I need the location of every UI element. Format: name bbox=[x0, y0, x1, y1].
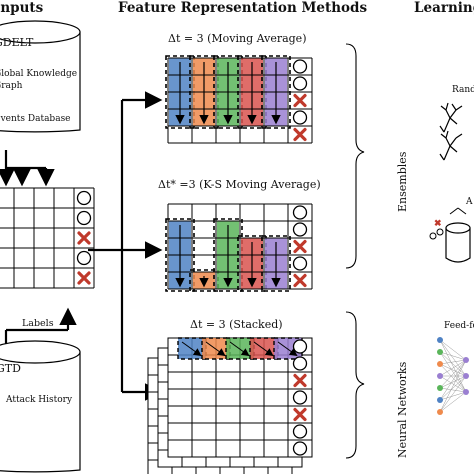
no-attack-circle-icon bbox=[292, 441, 308, 456]
random-forest-label: Random bbox=[452, 85, 474, 95]
neural-networks-brace bbox=[345, 311, 365, 459]
neural-networks-label: Neural Networks bbox=[396, 361, 409, 458]
ks-moving-average-matrix bbox=[165, 203, 313, 292]
nn-edge bbox=[439, 351, 467, 377]
nn-edge bbox=[439, 363, 467, 393]
nn-edge bbox=[439, 375, 467, 413]
no-attack-circle-icon bbox=[76, 250, 92, 266]
stacked-arrow bbox=[181, 341, 202, 357]
stump-icon: ✖ bbox=[429, 207, 471, 263]
window-outline bbox=[261, 235, 291, 292]
nn-edge bbox=[439, 363, 467, 377]
nn-input-node bbox=[437, 409, 443, 415]
nn-edge bbox=[439, 359, 467, 413]
nn-edge bbox=[439, 387, 467, 393]
nn-hidden-node bbox=[463, 357, 469, 363]
inputs-header: Inputs bbox=[0, 0, 44, 16]
moving-average-title: Δt = 3 (Moving Average) bbox=[168, 32, 306, 45]
attack-cross-icon bbox=[293, 373, 307, 388]
nn-input-node bbox=[437, 397, 443, 403]
no-attack-circle-icon bbox=[292, 59, 308, 74]
nn-edge bbox=[439, 359, 467, 377]
nn-edge bbox=[439, 375, 467, 389]
nn-edge bbox=[439, 351, 467, 361]
window-outline bbox=[237, 235, 267, 292]
input-feature-matrix bbox=[0, 187, 95, 289]
nn-edge bbox=[439, 391, 467, 401]
labels-text: Labels bbox=[22, 318, 54, 329]
nn-hidden-node bbox=[463, 373, 469, 379]
no-attack-circle-icon bbox=[292, 256, 308, 271]
gdelt-name: GDELT bbox=[0, 36, 34, 49]
nn-input-node bbox=[437, 373, 443, 379]
matrix-background bbox=[0, 188, 94, 288]
ensembles-label: Ensembles bbox=[396, 151, 409, 212]
matrix-to-methods-arrows bbox=[88, 91, 163, 401]
neural-network-icon bbox=[437, 337, 469, 415]
nn-edge bbox=[439, 339, 467, 361]
feedforward-label: Feed-fo bbox=[444, 321, 474, 331]
gtd-name: GTD bbox=[0, 362, 21, 375]
adaboost-label: A bbox=[465, 197, 473, 207]
learning-header: Learning bbox=[414, 0, 474, 16]
nn-edge bbox=[439, 359, 467, 401]
gdelt-database: GDELT Global Knowledge Graph Events Data… bbox=[0, 20, 81, 133]
no-attack-circle-icon bbox=[292, 356, 308, 371]
ensembles-brace bbox=[345, 43, 365, 269]
attack-cross-icon bbox=[77, 231, 91, 245]
nn-edge bbox=[439, 351, 467, 393]
stacked-matrix bbox=[147, 337, 313, 474]
gdelt-line1: Global Knowledge bbox=[0, 69, 77, 79]
no-attack-circle-icon bbox=[292, 110, 308, 125]
attack-cross-icon bbox=[293, 239, 307, 254]
gdelt-branch-arrows bbox=[0, 150, 55, 187]
no-attack-circle-icon bbox=[292, 424, 308, 439]
stacked-arrow bbox=[205, 341, 226, 357]
svg-text:✖: ✖ bbox=[434, 219, 442, 229]
nn-edge bbox=[439, 375, 467, 401]
gdelt-line2: Graph bbox=[0, 81, 23, 91]
attack-cross-icon bbox=[77, 271, 91, 285]
no-attack-circle-icon bbox=[292, 339, 308, 354]
no-attack-circle-icon bbox=[292, 205, 308, 220]
nn-edge bbox=[439, 359, 467, 389]
ks-moving-average-title: Δt* =3 (K-S Moving Average) bbox=[158, 178, 321, 191]
attack-cross-icon bbox=[293, 93, 307, 108]
nn-edge bbox=[439, 339, 467, 377]
no-attack-circle-icon bbox=[76, 190, 92, 206]
nn-edge bbox=[439, 359, 467, 365]
methods-header: Feature Representation Methods bbox=[118, 0, 367, 16]
nn-input-node bbox=[437, 361, 443, 367]
moving-average-matrix bbox=[165, 55, 313, 144]
nn-hidden-node bbox=[463, 389, 469, 395]
nn-input-node bbox=[437, 337, 443, 343]
labels-arrow bbox=[4, 307, 77, 345]
attack-cross-icon bbox=[293, 273, 307, 288]
tree-icon bbox=[439, 102, 463, 161]
nn-edge bbox=[439, 339, 467, 393]
stacked-arrow bbox=[277, 341, 298, 357]
nn-edge bbox=[439, 375, 467, 393]
nn-input-node bbox=[437, 385, 443, 391]
attack-cross-icon bbox=[293, 127, 307, 142]
stacked-title: Δt = 3 (Stacked) bbox=[190, 318, 283, 331]
stacked-arrow bbox=[253, 341, 274, 357]
gtd-database: GTD Attack History bbox=[0, 340, 81, 473]
gdelt-line3: Events Database bbox=[0, 114, 71, 124]
no-attack-circle-icon bbox=[292, 76, 308, 91]
nn-edge bbox=[439, 391, 467, 413]
gtd-line1: Attack History bbox=[5, 395, 73, 405]
attack-cross-icon bbox=[293, 407, 307, 422]
no-attack-circle-icon bbox=[292, 222, 308, 237]
stacked-arrow bbox=[229, 341, 250, 357]
no-attack-circle-icon bbox=[76, 210, 92, 226]
no-attack-circle-icon bbox=[292, 390, 308, 405]
nn-input-node bbox=[437, 349, 443, 355]
